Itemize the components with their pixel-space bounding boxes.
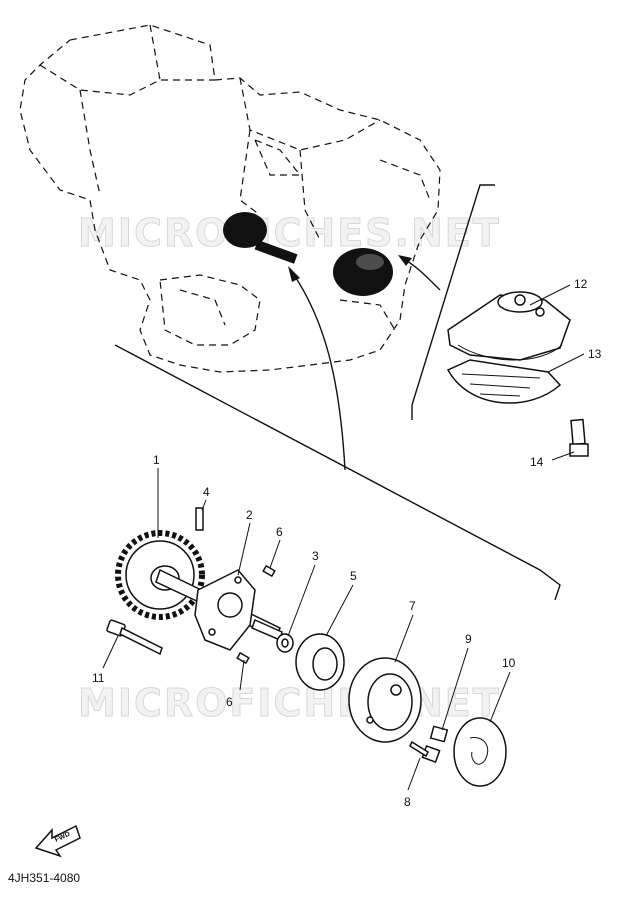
pin-6-lower — [236, 651, 250, 665]
callout-11: 11 — [92, 671, 105, 685]
bolt-11 — [106, 619, 163, 656]
engine-outline — [19, 24, 441, 373]
callout-5: 5 — [350, 569, 357, 583]
strainer-opening — [333, 248, 393, 296]
dowel-9 — [429, 725, 449, 743]
strainer-bolt — [569, 418, 589, 457]
plate-10 — [453, 717, 507, 787]
callout-1: 1 — [153, 453, 160, 467]
callout-8: 8 — [404, 795, 411, 809]
inner-rotor-5 — [295, 633, 345, 691]
callout-2: 2 — [246, 508, 253, 522]
fwd-arrow-icon: FWD — [34, 824, 81, 858]
bolt-8 — [409, 740, 441, 763]
pump-housing — [194, 569, 256, 651]
inset-bracket — [411, 184, 495, 420]
callout-3: 3 — [312, 549, 319, 563]
callout-4: 4 — [203, 485, 210, 499]
figure-code: 4JH351-4080 — [8, 871, 80, 885]
watermark-top: MICROFICHES.NET — [78, 211, 501, 255]
crank-boss — [223, 212, 298, 264]
callout-9: 9 — [465, 632, 472, 646]
washer-3 — [276, 633, 294, 653]
section-divider-line — [114, 344, 561, 601]
dowel-pin-4 — [195, 507, 204, 531]
callout-6-upper: 6 — [276, 525, 283, 539]
pump-cover-7 — [348, 657, 422, 743]
callout-7: 7 — [409, 599, 416, 613]
leader-lines — [102, 284, 585, 791]
arrow-head-main — [288, 266, 300, 282]
callout-6-lower: 6 — [226, 695, 233, 709]
strainer-cover — [446, 359, 562, 404]
watermark-bottom: MICROFICHES.NET — [78, 681, 501, 725]
pin-6-upper — [262, 564, 276, 578]
oil-strainer — [447, 291, 571, 361]
callout-10: 10 — [502, 656, 516, 670]
callout-14: 14 — [530, 455, 544, 469]
arrow-head-strainer — [398, 255, 412, 266]
callout-13: 13 — [588, 347, 602, 361]
assembly-arrow-main — [291, 271, 346, 471]
callout-12: 12 — [574, 277, 588, 291]
